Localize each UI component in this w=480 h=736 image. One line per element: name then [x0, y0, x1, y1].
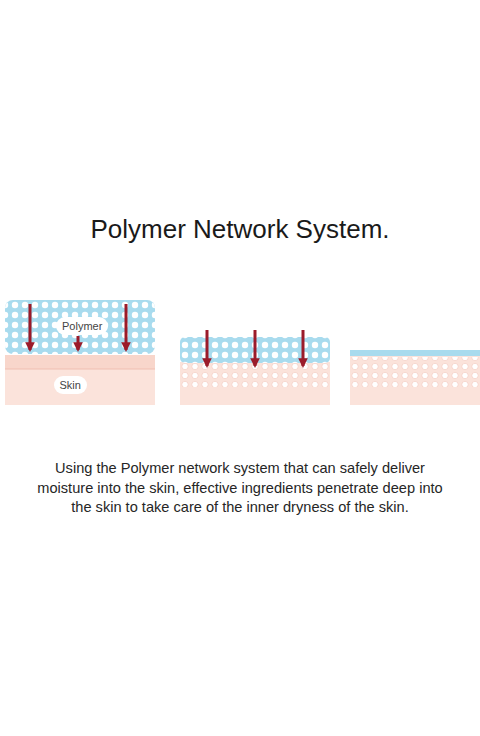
delivery-arrow	[77, 336, 80, 350]
delivery-arrow	[254, 330, 257, 366]
skin-dots	[350, 357, 480, 387]
polymer-label: Polymer	[56, 317, 108, 335]
skin-layer	[180, 362, 330, 405]
skin-surface	[5, 355, 155, 369]
delivery-arrow	[302, 330, 305, 366]
node-text: Skin	[60, 378, 81, 392]
skin-dots	[180, 363, 330, 387]
diagram-title: Polymer Network System.	[0, 214, 480, 245]
delivery-arrow	[29, 304, 32, 350]
delivery-arrow	[125, 304, 128, 350]
delivery-arrow	[206, 330, 209, 366]
polymer-layer	[5, 300, 155, 354]
polymer-dots	[5, 300, 155, 354]
diagram-caption: Using the Polymer network system that ca…	[28, 459, 452, 518]
skin-layer	[350, 356, 480, 405]
node-text: Polymer	[62, 319, 102, 333]
panel-after	[350, 350, 480, 405]
skin-line	[5, 369, 155, 370]
panel-during	[180, 330, 330, 405]
panel-before	[5, 300, 155, 405]
skin-label: Skin	[54, 376, 87, 394]
skin-layer	[5, 355, 155, 405]
polymer-film	[350, 350, 480, 356]
